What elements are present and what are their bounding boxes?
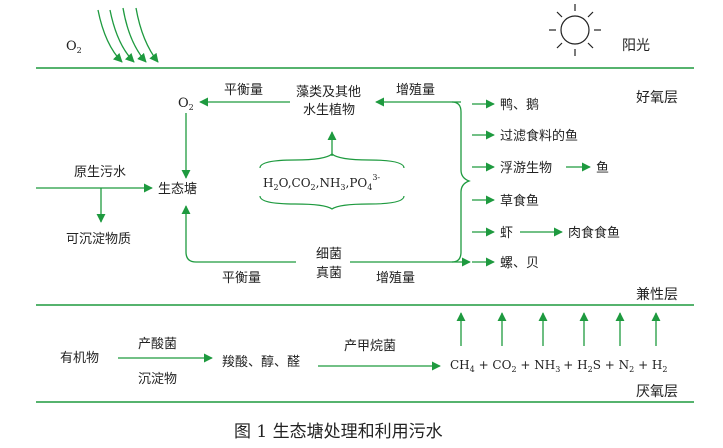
gas-release-arrows — [456, 312, 661, 346]
output-item: 过滤食料的鱼 — [500, 128, 578, 144]
sediment-label: 可沉淀物质 — [66, 232, 131, 247]
fungi-label: 真菌 — [316, 266, 342, 281]
sunlight-label: 阳光 — [622, 38, 650, 54]
algae-label-line1: 藻类及其他 — [296, 85, 361, 100]
output-item: 虾 — [500, 226, 513, 241]
nutrient-brace-top — [259, 153, 405, 169]
output-item: 鸭、鹅 — [500, 97, 539, 113]
growth-label-top: 增殖量 — [396, 82, 435, 98]
gas-products: CH4 + CO2 + NH3+ H2S + N2 + H2 — [450, 358, 668, 374]
aerobic-layer-label: 好氧层 — [636, 90, 678, 106]
fish-label: 鱼 — [596, 160, 609, 176]
algae-label-line2: 水生植物 — [303, 103, 355, 118]
top-oxygen-label: O2 — [66, 39, 82, 55]
pond-oxygen-label: O2 — [178, 96, 194, 112]
intermediates-label: 羧酸、醇、醛 — [222, 354, 300, 370]
methanogens-label: 产甲烷菌 — [344, 339, 396, 354]
output-item: 草食鱼 — [500, 193, 539, 209]
balance-label-bottom: 平衡量 — [222, 271, 261, 286]
figure-caption: 图 1 生态塘处理和利用污水 — [234, 422, 443, 442]
organics-label: 有机物 — [60, 351, 99, 366]
sun-icon — [549, 4, 601, 56]
nutrient-brace-bottom — [259, 195, 405, 210]
nutrients-formula: H2O,CO2,NH3,PO43- — [263, 173, 380, 192]
bacteria-label: 细菌 — [316, 247, 342, 262]
output-item: 浮游生物 — [500, 161, 552, 176]
anaerobic-layer-label: 厌氧层 — [636, 384, 678, 400]
output-arrows — [472, 99, 495, 267]
anaerobic-sediment-label: 沉淀物 — [138, 372, 177, 387]
pond-label: 生态塘 — [158, 181, 197, 197]
oxygen-inflow-arrows — [97, 7, 159, 63]
balance-label-top: 平衡量 — [224, 83, 263, 98]
carnivorous-fish-label: 肉食食鱼 — [568, 225, 620, 241]
facultative-layer-label: 兼性层 — [636, 287, 678, 303]
growth-label-bottom: 增殖量 — [376, 270, 415, 286]
balance-arrow-bottom — [181, 205, 296, 263]
output-item: 螺、贝 — [500, 256, 539, 271]
outputs-brace — [451, 101, 471, 263]
raw-sewage-label: 原生污水 — [74, 165, 126, 180]
acid-bacteria-label: 产酸菌 — [138, 337, 177, 352]
